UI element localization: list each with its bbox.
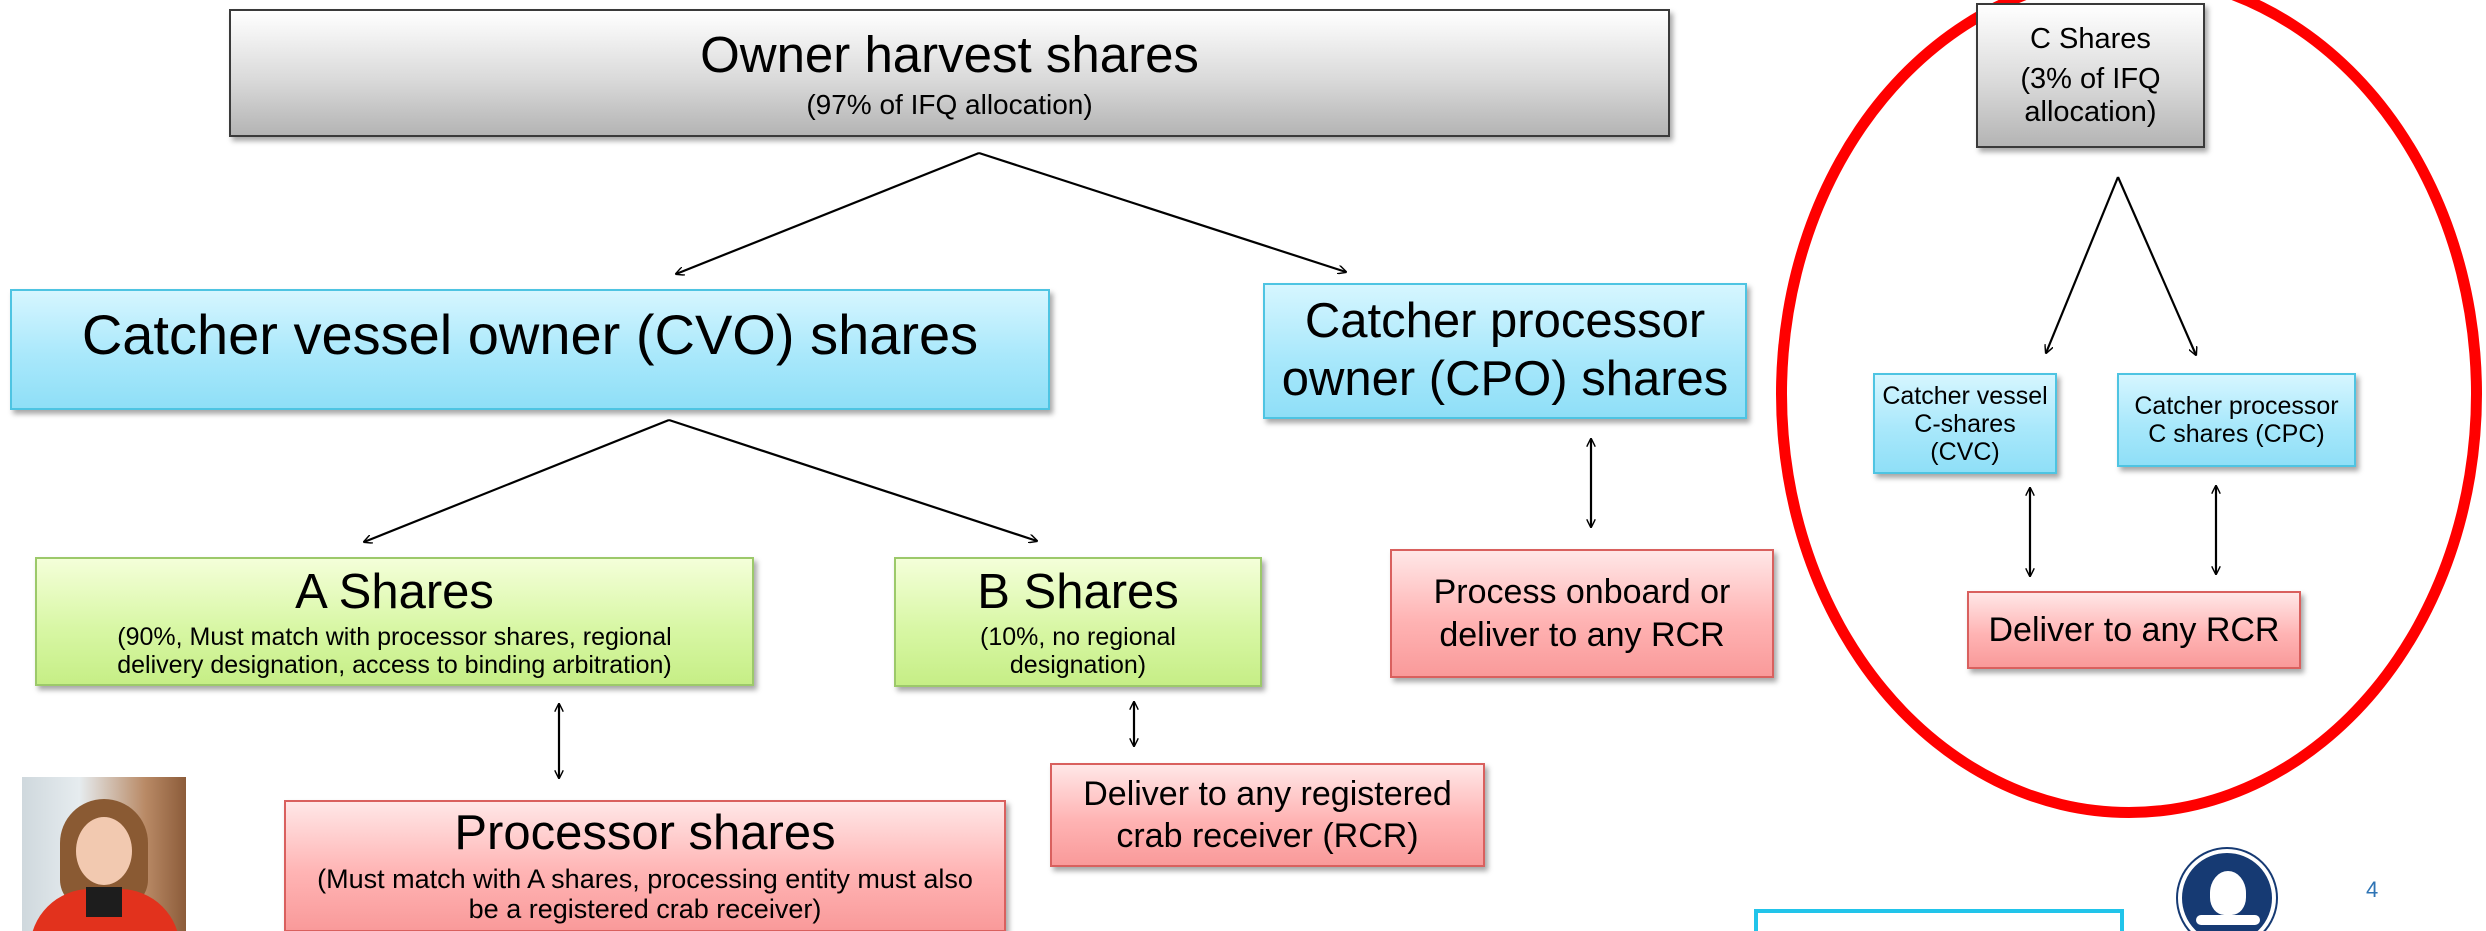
c-delivery-label: Deliver to any RCR xyxy=(1988,610,2280,649)
cvo-shares-title: Catcher vessel owner (CVO) shares xyxy=(81,303,979,367)
arrow-owner-to-cvo xyxy=(676,151,980,274)
page-number: 4 xyxy=(2366,877,2379,902)
cpo-delivery-label: Process onboard or deliver to any RCR xyxy=(1433,573,1731,654)
processor-shares-box: Processor shares (Must match with A shar… xyxy=(284,800,1006,931)
cvc-box: Catcher vessel C-shares (CVC) xyxy=(1873,373,2057,474)
a-shares-title: A Shares xyxy=(295,565,494,619)
c-shares-highlight-ellipse xyxy=(1776,0,2482,818)
cvo-shares-box: Catcher vessel owner (CVO) shares xyxy=(10,289,1050,410)
b-delivery-label: Deliver to any registered crab receiver … xyxy=(1083,774,1452,856)
bottom-text-box xyxy=(1754,909,2124,931)
arrow-owner-to-cpo xyxy=(978,151,1346,272)
cvc-label: Catcher vessel C-shares (CVC) xyxy=(1882,381,2048,466)
arrow-cvo-to-a xyxy=(364,418,670,542)
cpo-delivery-box: Process onboard or deliver to any RCR xyxy=(1390,549,1774,678)
owner-harvest-shares-subtitle: (97% of IFQ allocation) xyxy=(806,88,1093,120)
processor-shares-title: Processor shares xyxy=(454,806,836,860)
owner-harvest-shares-title: Owner harvest shares xyxy=(700,25,1199,83)
portrait-photo xyxy=(22,777,186,931)
c-shares-subtitle: (3% of IFQ allocation) xyxy=(2020,63,2161,128)
agency-logo-icon xyxy=(2178,849,2276,931)
c-shares-title: C Shares xyxy=(2030,22,2151,55)
a-shares-subtitle: (90%, Must match with processor shares, … xyxy=(117,622,672,679)
b-shares-title: B Shares xyxy=(977,565,1179,619)
b-shares-box: B Shares (10%, no regional designation) xyxy=(894,557,1262,687)
cpc-box: Catcher processor C shares (CPC) xyxy=(2117,373,2356,467)
c-shares-box: C Shares (3% of IFQ allocation) xyxy=(1976,3,2205,148)
b-shares-subtitle: (10%, no regional designation) xyxy=(980,622,1176,679)
cpo-shares-title: Catcher processor owner (CPO) shares xyxy=(1281,294,1729,406)
c-delivery-box: Deliver to any RCR xyxy=(1967,591,2301,669)
a-shares-box: A Shares (90%, Must match with processor… xyxy=(35,557,754,686)
owner-harvest-shares-box: Owner harvest shares (97% of IFQ allocat… xyxy=(229,9,1670,137)
cpo-shares-box: Catcher processor owner (CPO) shares xyxy=(1263,283,1747,419)
arrow-cvo-to-b xyxy=(668,418,1037,541)
processor-shares-subtitle: (Must match with A shares, processing en… xyxy=(317,863,973,925)
b-delivery-box: Deliver to any registered crab receiver … xyxy=(1050,763,1485,867)
cpc-label: Catcher processor C shares (CPC) xyxy=(2134,392,2339,448)
